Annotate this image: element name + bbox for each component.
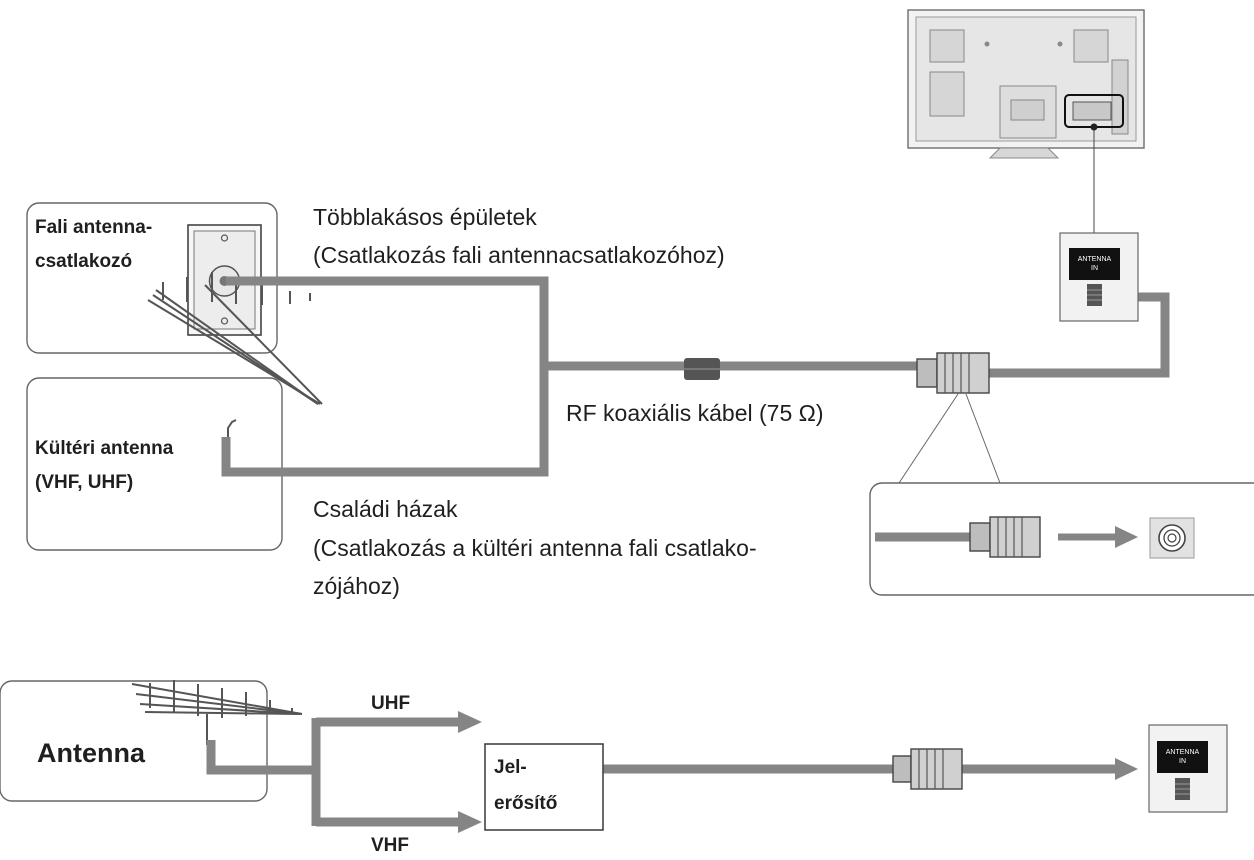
arrow-into-tv-bottom xyxy=(1115,758,1138,780)
coax-cable-bottom xyxy=(206,717,1118,827)
coax-plug-bottom xyxy=(892,748,963,790)
detail-plug xyxy=(969,516,1041,558)
uhf-arrow-head xyxy=(458,711,482,733)
outdoor-antenna-icon xyxy=(147,284,323,440)
wall-antenna-label-line2: csatlakozó xyxy=(35,251,133,272)
detail-arrow-head xyxy=(1115,526,1138,548)
outdoor-antenna-elements xyxy=(162,272,311,305)
amplifier-label-line1: Jel- xyxy=(494,757,527,778)
vhf-arrow-head xyxy=(458,811,482,833)
apartment-subtitle: (Csatlakozás fali antennacsatlakozóhoz) xyxy=(313,242,725,268)
house-title: Családi házak xyxy=(313,496,458,522)
amplifier-label-line2: erősítő xyxy=(494,793,558,814)
antenna-label: Antenna xyxy=(37,738,145,768)
outdoor-antenna-panel xyxy=(26,377,283,551)
wall-antenna-label-line1: Fali antenna- xyxy=(35,217,153,238)
outdoor-antenna-label-line1: Kültéri antenna xyxy=(35,438,174,459)
ferrite-core xyxy=(684,358,720,380)
tv-zoom-dot xyxy=(1090,123,1098,131)
apartment-title: Többlakásos épületek xyxy=(313,204,537,230)
vhf-label: VHF xyxy=(371,835,409,856)
signal-amplifier-box xyxy=(484,743,604,831)
tv-back-icon xyxy=(907,9,1145,159)
tv-port-bottom-label-line1: ANTENNA xyxy=(1166,749,1200,756)
antenna-bottom-elements xyxy=(149,680,293,745)
tv-port-label-line1: ANTENNA xyxy=(1078,256,1112,263)
coax-cable-top xyxy=(221,276,1170,477)
detail-socket-icon xyxy=(1149,517,1195,559)
outdoor-antenna-label-line2: (VHF, UHF) xyxy=(35,472,134,493)
house-subtitle-line1: (Csatlakozás a kültéri antenna fali csat… xyxy=(313,535,757,561)
coax-cable-label: RF koaxiális kábel (75 Ω) xyxy=(566,400,824,426)
tv-antenna-port-bottom: ANTENNA IN xyxy=(1148,724,1228,813)
antenna-panel-bottom xyxy=(0,680,268,802)
house-subtitle-line2: zójához) xyxy=(313,573,400,599)
antenna-bottom-icon xyxy=(131,683,303,715)
tv-port-label-line2: IN xyxy=(1091,265,1098,272)
coax-plug-top xyxy=(916,352,990,394)
uhf-label: UHF xyxy=(371,693,411,714)
tv-port-bottom-label-line2: IN xyxy=(1179,758,1186,765)
tv-antenna-port: ANTENNA IN xyxy=(1059,232,1139,322)
zoom-callout-lines xyxy=(898,393,1001,484)
